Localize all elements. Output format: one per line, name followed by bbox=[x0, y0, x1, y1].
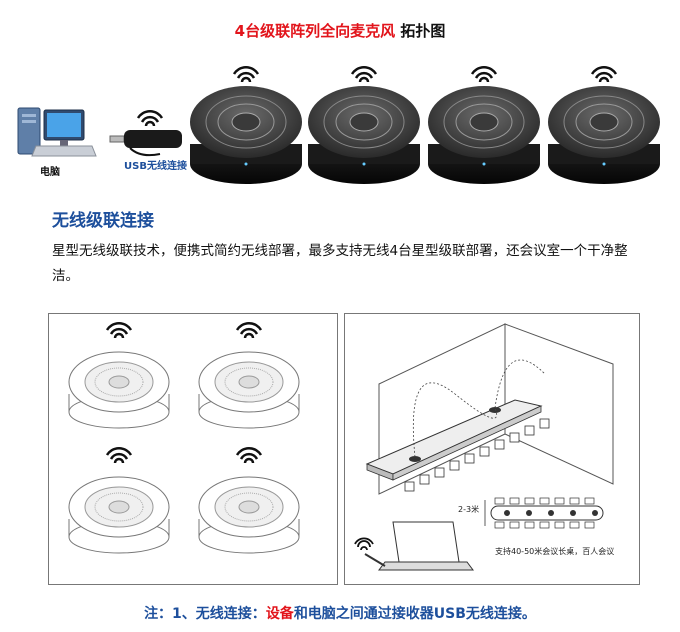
usb-label: USB无线连接 bbox=[124, 161, 187, 172]
table-mic-icon bbox=[409, 456, 421, 462]
chair-icon bbox=[569, 521, 580, 529]
table-mic-icon bbox=[592, 510, 598, 516]
room-caption: 支持40-50米会议长桌，百人会议 bbox=[495, 547, 615, 556]
chair-icon bbox=[539, 418, 550, 429]
footnote-prefix: 注：1、无线连接： bbox=[144, 606, 266, 622]
speaker-device bbox=[190, 65, 302, 184]
chair-icon bbox=[539, 497, 550, 505]
footnote-highlight: 设备 bbox=[265, 606, 294, 622]
chair-icon bbox=[539, 521, 550, 529]
chair-icon bbox=[434, 467, 445, 478]
speaker-device bbox=[428, 65, 540, 184]
chair-icon bbox=[524, 497, 535, 505]
speaker-outline bbox=[198, 321, 300, 429]
footnote-rest: 和电脑之间通过接收器USB无线连接。 bbox=[293, 606, 536, 622]
wifi-icon bbox=[235, 321, 263, 339]
speaker-device bbox=[308, 65, 420, 184]
chair-icon bbox=[554, 497, 565, 505]
chair-icon bbox=[494, 439, 505, 450]
wifi-icon bbox=[354, 537, 374, 551]
chair-icon bbox=[554, 521, 565, 529]
chair-icon bbox=[569, 497, 580, 505]
wifi-icon bbox=[235, 446, 263, 464]
wifi-icon bbox=[470, 65, 498, 83]
title-main: 4台级联阵列全向麦克风 bbox=[234, 22, 396, 40]
table-mic-icon bbox=[570, 510, 576, 516]
speaker-grid-illustration bbox=[68, 321, 300, 554]
section-heading: 无线级联连接 bbox=[52, 211, 154, 231]
room-diagram-panel: 2-3米 支持40-50米会议长桌，百人会议 bbox=[344, 313, 640, 585]
footnote: 注：1、无线连接：设备和电脑之间通过接收器USB无线连接。 bbox=[0, 603, 680, 623]
section-description: 星型无线级联技术，便携式简约无线部署，最多支持无线4台星型级联部署，还会议室一个… bbox=[52, 243, 628, 284]
wifi-icon bbox=[105, 321, 133, 339]
wifi-icon bbox=[590, 65, 618, 83]
computer-label: 电脑 bbox=[40, 167, 60, 178]
speaker-outline bbox=[68, 446, 170, 554]
page-title: 4台级联阵列全向麦克风 拓扑图 bbox=[0, 20, 680, 41]
topology-diagram bbox=[17, 65, 660, 184]
chair-icon bbox=[449, 460, 460, 471]
chair-icon bbox=[524, 425, 535, 436]
speaker-outline bbox=[68, 321, 170, 429]
chair-icon bbox=[419, 474, 430, 485]
chair-icon bbox=[509, 432, 520, 443]
room-illustration bbox=[354, 323, 614, 571]
wifi-icon bbox=[105, 446, 133, 464]
chair-icon bbox=[509, 521, 520, 529]
table-mic-icon bbox=[504, 510, 510, 516]
chair-icon bbox=[494, 521, 505, 529]
table-mic-icon bbox=[489, 407, 501, 413]
chair-icon bbox=[524, 521, 535, 529]
distance-label: 2-3米 bbox=[458, 505, 480, 514]
table-mic-icon bbox=[548, 510, 554, 516]
wifi-icon bbox=[350, 65, 378, 83]
computer-icon bbox=[17, 107, 97, 157]
table-mic-icon bbox=[526, 510, 532, 516]
chair-icon bbox=[479, 446, 490, 457]
chair-icon bbox=[494, 497, 505, 505]
speaker-outline bbox=[198, 446, 300, 554]
laptop-icon bbox=[364, 521, 474, 571]
chair-icon bbox=[584, 497, 595, 505]
small-table-diagram bbox=[484, 497, 604, 529]
wifi-icon bbox=[232, 65, 260, 83]
speaker-device bbox=[548, 65, 660, 184]
chair-row bbox=[404, 418, 550, 492]
usb-dongle-icon bbox=[109, 130, 182, 157]
chair-icon bbox=[404, 481, 415, 492]
wifi-icon bbox=[136, 109, 164, 127]
chair-icon bbox=[464, 453, 475, 464]
title-suffix: 拓扑图 bbox=[400, 22, 446, 40]
chair-icon bbox=[584, 521, 595, 529]
speaker-grid-panel bbox=[48, 313, 338, 585]
chair-icon bbox=[509, 497, 520, 505]
